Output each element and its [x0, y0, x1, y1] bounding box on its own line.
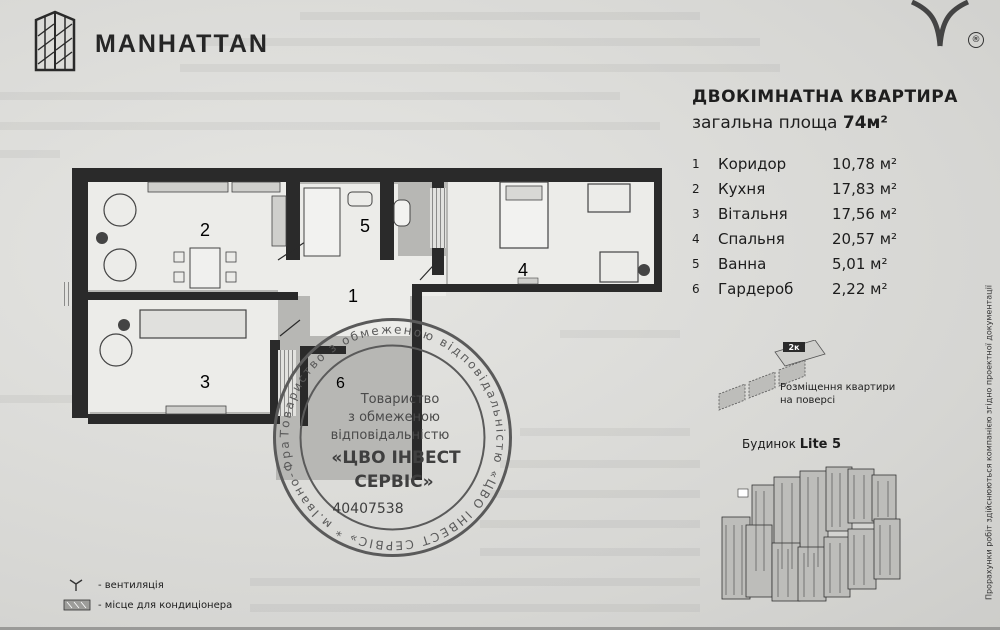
- room-label-5: 5: [360, 216, 370, 236]
- room-area: 17,83 м²: [832, 180, 898, 198]
- room-label-4: 4: [518, 260, 528, 280]
- legend-text: - вентиляція: [98, 580, 164, 591]
- total-area-label: загальна площа: [692, 113, 838, 133]
- room-name: Спальня: [718, 230, 785, 248]
- room-name: Коридор: [718, 155, 787, 173]
- room-area: 5,01 м²: [832, 255, 888, 273]
- building-3d-icon: [721, 466, 901, 602]
- side-disclaimer-text: Прорахунки робіт здійснюються компанією …: [984, 284, 994, 601]
- seal-line-3: відповідальністю: [331, 428, 450, 443]
- room-name: Гардероб: [718, 280, 794, 298]
- caption-line-1: Розміщення квартири: [780, 382, 896, 393]
- room-number: 3: [692, 207, 700, 221]
- list-item: 4 Спальня 20,57 м²: [692, 228, 922, 253]
- building-label: Будинок Lite 5: [742, 437, 841, 452]
- company-seal: Товариство з обмеженою відповідальністю …: [270, 315, 512, 557]
- legend-text: - місце для кондиціонера: [98, 600, 233, 611]
- list-item: 6 Гардероб 2,22 м²: [692, 278, 922, 303]
- room-number: 2: [692, 182, 700, 196]
- list-item: 1 Коридор 10,78 м²: [692, 153, 922, 178]
- page-edge: [0, 627, 1000, 630]
- room-area: 17,56 м²: [832, 205, 898, 223]
- room-area: 20,57 м²: [832, 230, 898, 248]
- registered-mark-icon: ®: [968, 32, 984, 48]
- caption-line-2: на поверсі: [780, 395, 836, 406]
- list-item: 5 Ванна 5,01 м²: [692, 253, 922, 278]
- room-label-2: 2: [200, 220, 210, 240]
- room-name: Ванна: [718, 255, 767, 273]
- developer-mark-icon: [910, 0, 970, 47]
- list-item: 2 Кухня 17,83 м²: [692, 178, 922, 203]
- room-number: 1: [692, 157, 700, 171]
- seal-line-1: Товариство: [360, 392, 440, 407]
- total-area-value: 74м²: [842, 113, 888, 133]
- room-area: 2,22 м²: [832, 280, 888, 298]
- building-prefix: Будинок: [742, 437, 796, 451]
- room-label-1: 1: [348, 286, 358, 306]
- ventilation-icon: [69, 579, 83, 591]
- seal-line-5: СЕРВІС»: [354, 472, 433, 492]
- room-label-6: 6: [336, 375, 345, 392]
- seal-line-2: з обмеженою: [348, 410, 440, 425]
- floor-placement-schema: 2к: [718, 340, 826, 411]
- seal-line-4: «ЦВО ІНВЕСТ: [331, 448, 461, 468]
- list-item: 3 Вітальня 17,56 м²: [692, 203, 922, 228]
- manhattan-logo-icon: [34, 10, 76, 72]
- floor-placement-caption: Розміщення квартири на поверсі: [780, 381, 900, 407]
- brand-name: MANHATTAN: [95, 30, 269, 58]
- room-name: Кухня: [718, 180, 766, 198]
- room-area: 10,78 м²: [832, 155, 898, 173]
- room-number: 4: [692, 232, 700, 246]
- room-list: 1 Коридор 10,78 м² 2 Кухня 17,83 м² 3 Ві…: [692, 153, 922, 303]
- room-label-3: 3: [200, 372, 210, 392]
- room-number: 5: [692, 257, 700, 271]
- side-disclaimer: Прорахунки робіт здійснюються компанією …: [979, 285, 994, 608]
- total-area: загальна площа 74м²: [692, 113, 888, 133]
- apartment-title: ДВОКІМНАТНА КВАРТИРА: [692, 87, 958, 107]
- ac-place-icon: [63, 599, 91, 611]
- room-name: Вітальня: [718, 205, 788, 223]
- room-number: 6: [692, 282, 700, 296]
- seal-code: 40407538: [332, 501, 403, 517]
- building-name: Lite 5: [799, 437, 842, 452]
- floor-badge: 2к: [789, 343, 801, 352]
